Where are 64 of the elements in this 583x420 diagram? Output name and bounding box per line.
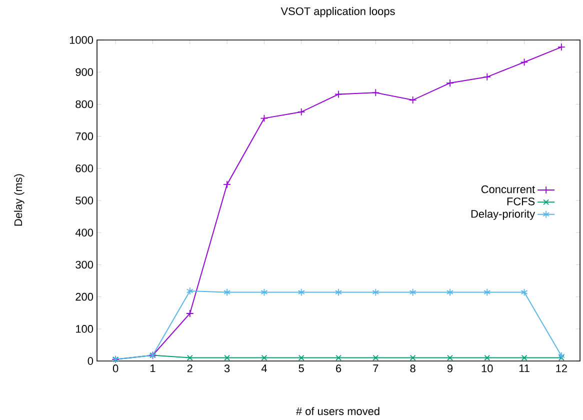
- point: [408, 96, 417, 104]
- point: [298, 288, 305, 296]
- x-tick-label: 7: [373, 364, 378, 372]
- legend-label: Concurrent: [481, 185, 536, 194]
- y-tick-label: 200: [76, 292, 94, 301]
- point: [260, 114, 268, 122]
- point: [521, 354, 528, 361]
- y-tick-label: 500: [76, 196, 94, 204]
- point: [334, 90, 342, 98]
- chart-title: VSOT application loops: [280, 7, 395, 18]
- x-tick-label: 0: [112, 364, 118, 372]
- x-tick-label: 11: [519, 364, 530, 372]
- x-tick-label: 12: [556, 364, 567, 372]
- point: [224, 354, 230, 361]
- y-tick-label: 800: [76, 100, 94, 108]
- point: [335, 288, 342, 296]
- point: [410, 354, 416, 361]
- x-tick-label: 8: [410, 364, 416, 372]
- point: [186, 287, 194, 295]
- point: [484, 288, 491, 296]
- legend-label: FCFS: [507, 198, 535, 206]
- x-tick-label: 4: [261, 364, 267, 372]
- point: [372, 88, 380, 97]
- y-tick-label: 900: [76, 68, 94, 76]
- point: [446, 288, 454, 296]
- point: [520, 58, 528, 66]
- point: [409, 288, 416, 296]
- x-tick-label: 3: [224, 364, 230, 372]
- point: [484, 354, 490, 361]
- point: [260, 288, 268, 296]
- y-tick-label: 1000: [70, 36, 94, 44]
- axis-title: # of users moved: [296, 407, 380, 416]
- point: [336, 354, 342, 361]
- y-tick-label: 0: [88, 357, 94, 365]
- point: [261, 354, 268, 361]
- point: [224, 288, 231, 296]
- point: [372, 354, 379, 361]
- point: [186, 354, 193, 361]
- point: [223, 180, 231, 188]
- x-tick-label: 1: [150, 364, 156, 372]
- axis-title: Delay (ms): [14, 174, 24, 226]
- line-chart: 0 1 2 3 4 5 6 7 8 9 10 11 12 0 100 200 300 400 500 600 700 800 900 1000 Concurrent FCFS Delay-priority: [70, 36, 580, 372]
- point: [558, 354, 564, 361]
- point: [446, 79, 454, 87]
- x-tick-label: 10: [482, 364, 493, 372]
- y-tick-label: 600: [76, 164, 94, 172]
- y-tick-label: 700: [76, 132, 94, 140]
- point: [557, 43, 566, 51]
- y-tick-label: 300: [76, 260, 94, 269]
- y-tick-label: 100: [76, 325, 94, 333]
- x-tick-label: 2: [187, 364, 192, 372]
- point: [186, 310, 194, 318]
- point: [447, 354, 453, 361]
- point: [298, 354, 304, 361]
- point: [558, 352, 565, 360]
- point: [483, 72, 492, 81]
- point: [372, 288, 380, 296]
- point: [297, 108, 306, 116]
- point: [520, 288, 528, 296]
- x-tick-label: 6: [336, 364, 342, 372]
- y-tick-label: 400: [75, 228, 94, 236]
- x-tick-label: 5: [298, 364, 304, 372]
- legend-label: Delay-priority: [471, 210, 536, 220]
- x-tick-label: 9: [447, 364, 452, 372]
